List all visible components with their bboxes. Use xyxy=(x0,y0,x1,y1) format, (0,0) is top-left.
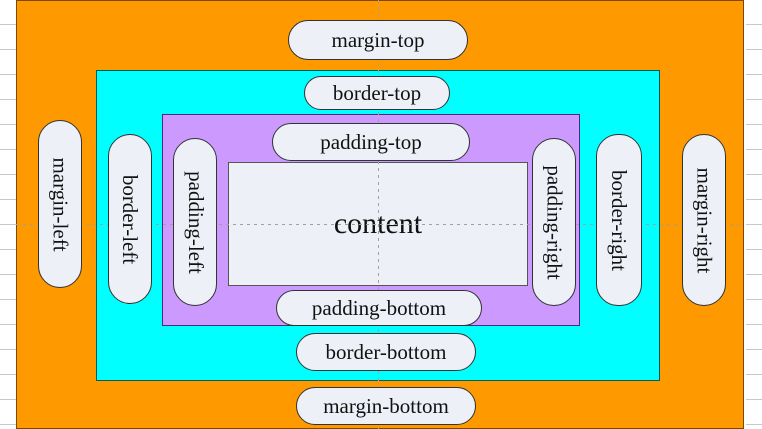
horizontal-guide xyxy=(16,224,744,225)
border-top-label: border-top xyxy=(304,76,450,110)
padding-bottom-label: padding-bottom xyxy=(276,290,482,326)
border-bottom-text: border-bottom xyxy=(325,339,447,364)
vertical-guide xyxy=(378,0,379,429)
padding-top-label: padding-top xyxy=(272,123,470,161)
border-right-text: border-right xyxy=(607,169,632,271)
padding-bottom-text: padding-bottom xyxy=(311,295,447,320)
border-right-label: border-right xyxy=(596,134,642,306)
margin-left-text: margin-left xyxy=(48,156,73,252)
margin-right-label: margin-right xyxy=(682,134,726,306)
border-left-text: border-left xyxy=(118,174,143,264)
margin-top-text: margin-top xyxy=(331,27,425,52)
border-left-label: border-left xyxy=(108,134,152,304)
padding-left-label: padding-left xyxy=(173,138,217,306)
padding-right-text: padding-right xyxy=(542,164,567,280)
margin-left-label: margin-left xyxy=(38,120,82,288)
padding-left-text: padding-left xyxy=(183,170,208,274)
margin-top-label: margin-top xyxy=(288,20,468,60)
margin-bottom-label: margin-bottom xyxy=(296,387,476,425)
padding-top-text: padding-top xyxy=(320,129,422,154)
border-top-text: border-top xyxy=(332,80,422,105)
margin-right-text: margin-right xyxy=(692,167,717,273)
margin-bottom-text: margin-bottom xyxy=(323,393,449,418)
padding-right-label: padding-right xyxy=(532,138,576,306)
left-edge-ticks xyxy=(0,0,16,429)
right-edge-ticks xyxy=(746,0,762,429)
border-bottom-label: border-bottom xyxy=(296,333,476,371)
